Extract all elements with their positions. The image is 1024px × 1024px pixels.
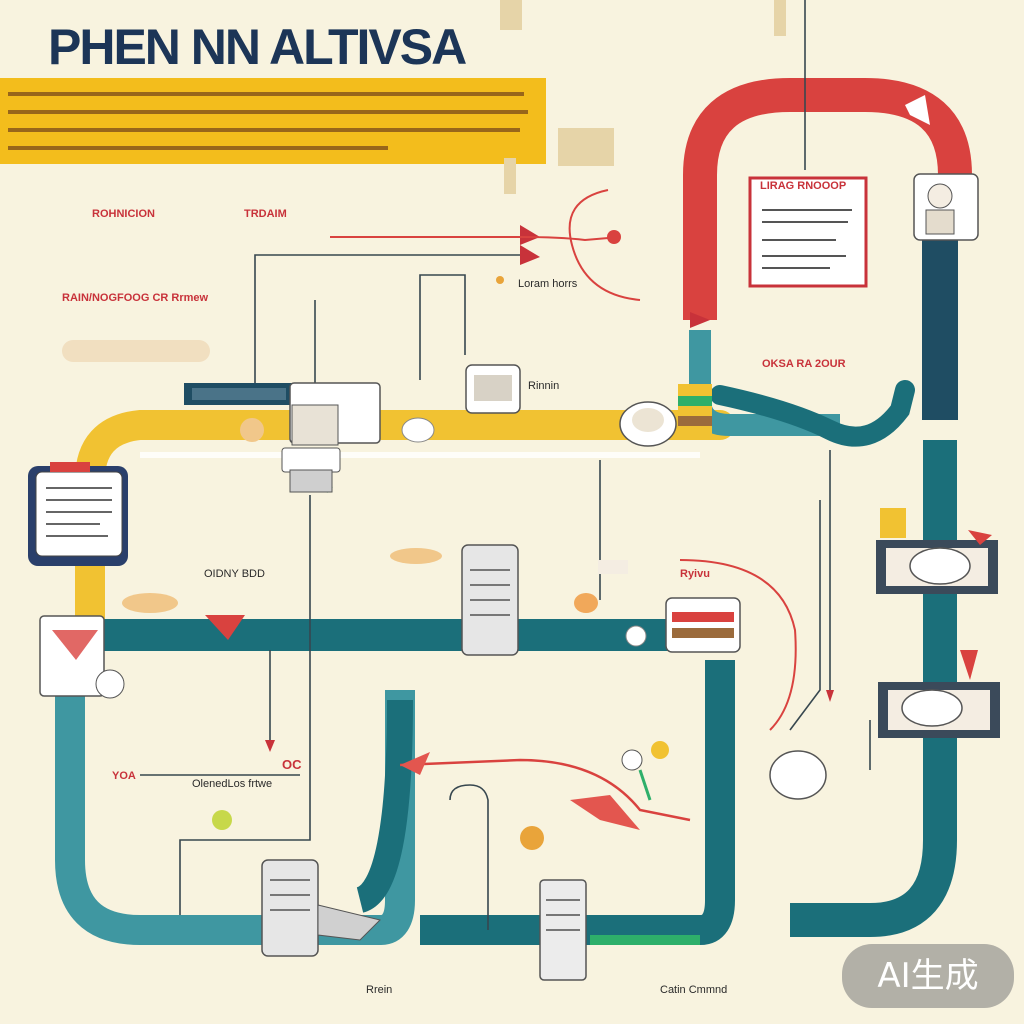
person-icon <box>913 173 979 241</box>
teal-track-right <box>790 440 957 937</box>
callout-middle: OIDNY BDD <box>204 568 265 580</box>
callout-rohnicion: ROHNICION <box>92 208 155 220</box>
sheep-icon <box>876 540 998 594</box>
callout-right: OKSA RA 2OUR <box>762 358 846 370</box>
sheep-icon <box>619 401 677 447</box>
top-strip <box>504 158 516 194</box>
target-dot <box>607 230 621 244</box>
connector-lines <box>140 0 871 930</box>
document-icon <box>28 462 128 566</box>
banner-text-line <box>8 146 388 150</box>
flow-label-rinnin: Rinnin <box>528 380 560 392</box>
callout-badge: OC <box>282 757 302 772</box>
banner-text-line <box>8 128 520 132</box>
red-curve-connector <box>399 758 691 822</box>
top-strip <box>500 0 522 30</box>
flow-label-loram: Loram horrs <box>518 278 578 290</box>
intro-banner <box>0 78 546 164</box>
caption-bottom-left: Rrein <box>366 984 393 996</box>
machine-icon <box>261 859 381 957</box>
ai-generated-watermark: AI生成 <box>842 944 1014 1008</box>
info-card-title: LIRAG RNOOOP <box>760 180 847 192</box>
teal-track-lower-right <box>420 660 735 945</box>
info-card <box>748 176 868 288</box>
navy-bar-inner <box>192 388 286 400</box>
pill-placeholder <box>62 340 210 362</box>
machine-icon <box>520 826 587 981</box>
callout-trdaim: TRDAIM <box>244 208 287 220</box>
box-icon <box>665 597 741 653</box>
red-bird-shape <box>400 752 430 775</box>
top-strip <box>558 128 614 166</box>
red-bird-shape <box>570 795 640 830</box>
sheep-icon <box>878 682 1000 738</box>
sheep-icon <box>769 750 827 800</box>
teal-track-lower <box>55 650 415 945</box>
target-ring <box>568 189 641 301</box>
arrow-markers <box>265 225 834 752</box>
caption-bottom-right: Catin Cmmnd <box>660 984 728 996</box>
callout-lower-text: OlenedLos frtwe <box>192 778 273 790</box>
banner-text-line <box>8 92 524 96</box>
teal-wave <box>710 380 915 447</box>
machine-icon <box>465 364 521 414</box>
banner-text-line <box>8 110 528 114</box>
pipe-segment-icon <box>678 384 712 438</box>
callout-middle-right: Ryivu <box>680 568 710 580</box>
top-strip <box>774 0 786 36</box>
callout-lower-left: YOA <box>112 770 136 782</box>
plant-icon <box>621 741 669 801</box>
red-curve-connector <box>679 559 797 731</box>
machine-icon <box>461 544 519 656</box>
red-track <box>683 78 972 320</box>
decorative-blobs <box>122 95 992 830</box>
teal-track-inner <box>355 699 413 913</box>
machine-icon <box>281 382 381 493</box>
page-title: PHEN NN ALTIVSA <box>48 19 467 75</box>
machine-icon <box>39 615 125 699</box>
red-curve-connector <box>330 236 621 242</box>
callout-rain: RAIN/NOGFOOG CR Rrmew <box>62 292 209 304</box>
